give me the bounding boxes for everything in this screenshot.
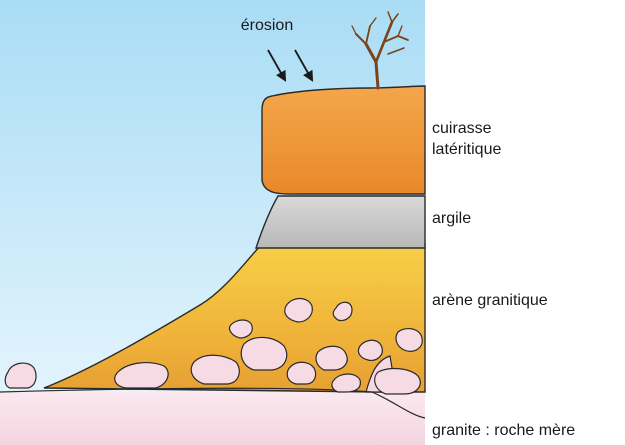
label-arene-granitique: arène granitique (432, 290, 548, 311)
erosion-label: érosion (241, 17, 293, 34)
boulder (396, 329, 422, 352)
label-cuirasse-lateritique: cuirasse latéritique (432, 118, 501, 160)
granite-bedrock (0, 392, 425, 445)
boulder (316, 346, 347, 370)
argile-layer (256, 196, 425, 248)
label-granite-roche-mere: granite : roche mère (432, 420, 575, 441)
boulder (358, 340, 382, 360)
boulder (375, 369, 421, 394)
boulder (191, 355, 239, 384)
boulder (285, 299, 313, 323)
boulder (287, 362, 315, 384)
label-argile: argile (432, 208, 471, 229)
boulder (241, 337, 286, 370)
cuirasse-lateritique-layer (262, 86, 425, 194)
